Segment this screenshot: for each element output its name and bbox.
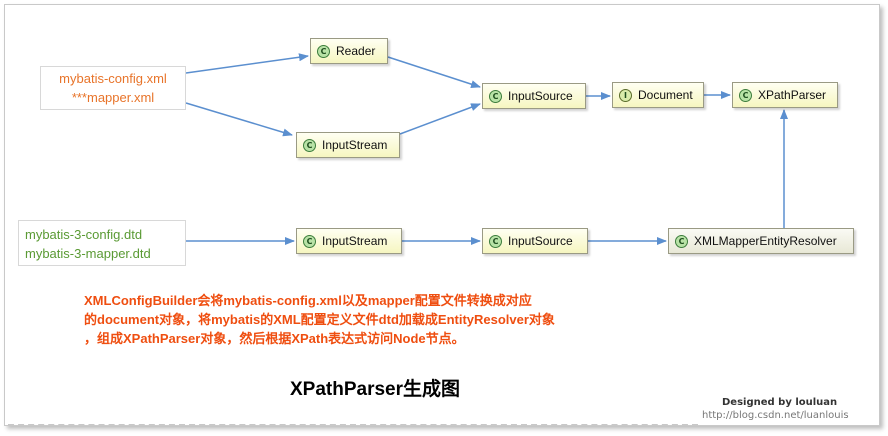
- inputsource-bottom-node: C InputSource: [482, 228, 588, 254]
- inputsource-top-node: C InputSource: [482, 83, 586, 109]
- bottom-divider: [8, 424, 698, 426]
- entityresolver-node: C XMLMapperEntityResolver: [668, 228, 854, 254]
- document-node: I Document: [612, 82, 704, 108]
- mapper-file-name: ***mapper.xml: [71, 90, 155, 105]
- inputstream-bottom-label: InputStream: [322, 234, 388, 248]
- description-line: ，组成XPathParser对象，然后根据XPath表达式访问Node节点。: [84, 331, 465, 346]
- mapper-dtd-name: mybatis-3-mapper.dtd: [25, 246, 151, 261]
- description-line: 的document对象，将mybatis的XML配置定义文件dtd加载成Enti…: [84, 312, 555, 327]
- arrow-reader-to-inputsource: [387, 56, 481, 89]
- inputstream-top-node: C InputStream: [296, 132, 400, 158]
- class-icon: C: [303, 234, 316, 248]
- document-label: Document: [638, 88, 693, 102]
- arrow-config-to-reader: [185, 53, 309, 74]
- class-icon: C: [303, 138, 316, 152]
- config-files-box: mybatis-config.xml ***mapper.xml: [40, 66, 186, 110]
- dtd-files-box: mybatis-3-config.dtd mybatis-3-mapper.dt…: [18, 220, 186, 266]
- description-note: XMLConfigBuilder会将mybatis-config.xml以及ma…: [84, 291, 555, 348]
- signature: Designed by louluan http://blog.csdn.net…: [702, 396, 880, 422]
- inputsource-top-label: InputSource: [508, 89, 573, 103]
- class-icon: C: [489, 89, 502, 103]
- xpathparser-label: XPathParser: [758, 88, 827, 102]
- interface-icon: I: [619, 88, 632, 102]
- description-line: XMLConfigBuilder会将mybatis-config.xml以及ma…: [84, 293, 532, 308]
- inputstream-bottom-node: C InputStream: [296, 228, 402, 254]
- arrow-inputstream-to-inputsource: [399, 103, 481, 135]
- class-icon: C: [489, 234, 502, 248]
- config-file-name: mybatis-config.xml: [59, 71, 167, 86]
- class-icon: C: [675, 234, 688, 248]
- class-icon: C: [317, 44, 330, 58]
- config-dtd-name: mybatis-3-config.dtd: [25, 227, 143, 242]
- reader-node: C Reader: [310, 38, 388, 64]
- signature-url: http://blog.csdn.net/luanlouis: [702, 410, 849, 421]
- entityresolver-label: XMLMapperEntityResolver: [694, 234, 837, 248]
- signature-author: Designed by louluan: [722, 397, 838, 408]
- diagram-caption: XPathParser生成图: [290, 379, 461, 400]
- xpathparser-node: C XPathParser: [732, 82, 838, 108]
- inputstream-top-label: InputStream: [322, 138, 388, 152]
- class-icon: C: [739, 88, 752, 102]
- reader-label: Reader: [336, 44, 376, 58]
- inputsource-bottom-label: InputSource: [508, 234, 573, 248]
- arrow-config-to-inputstream: [185, 102, 293, 137]
